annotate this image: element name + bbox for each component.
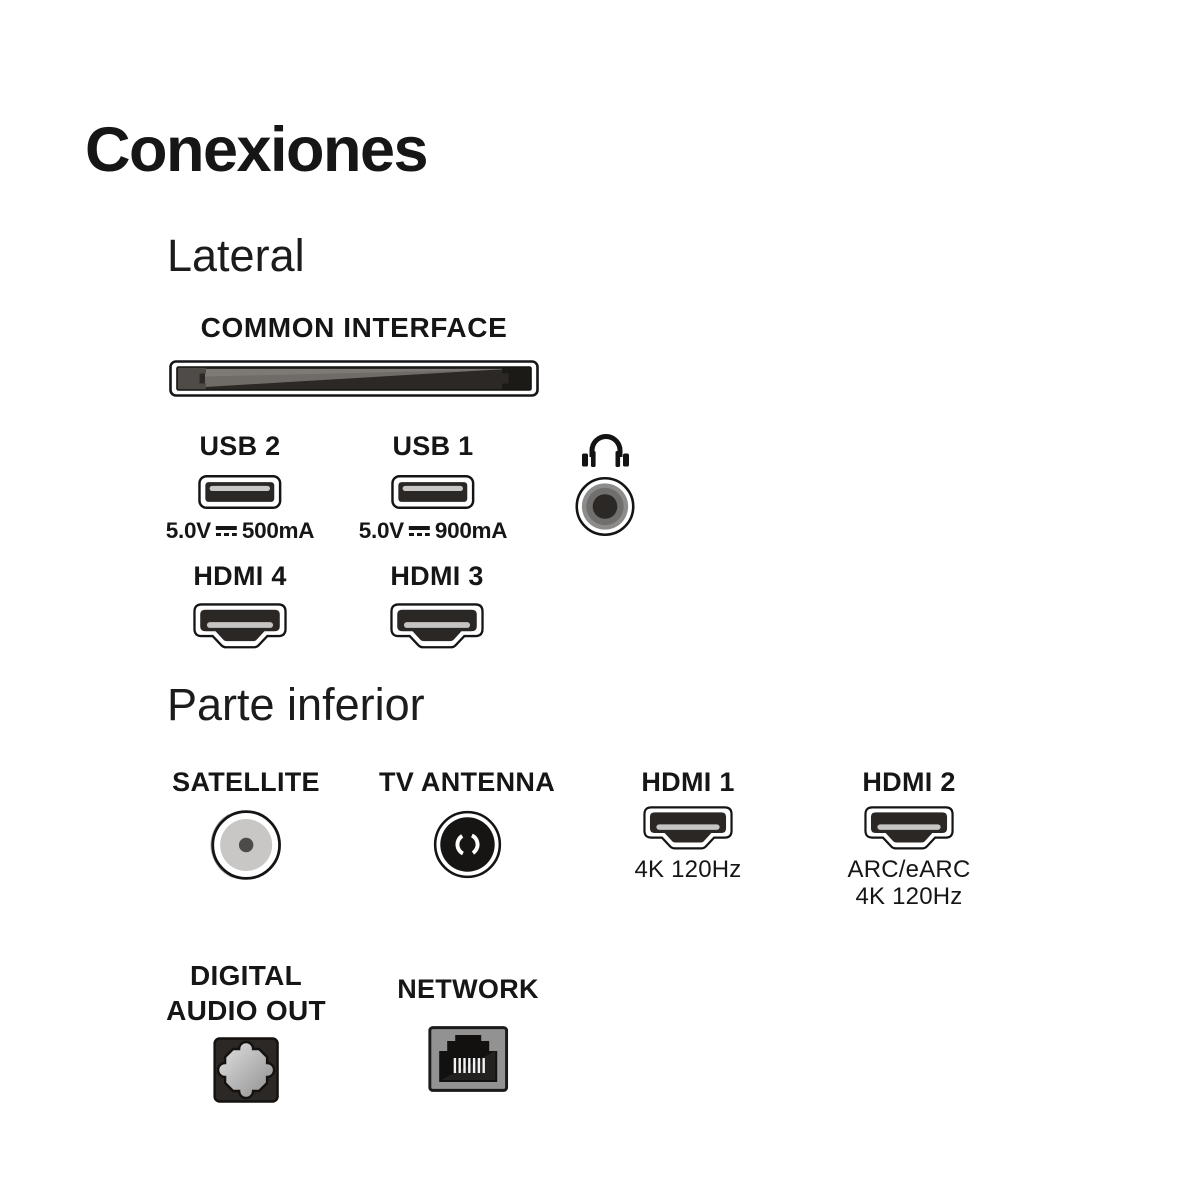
hdmi4-label: HDMI 4 (193, 561, 287, 591)
usb-port-icon (391, 474, 475, 509)
digital-audio-out-label-line2: AUDIO OUT (166, 994, 326, 1026)
page-title: Conexiones (85, 115, 429, 185)
hdmi1-block: HDMI 1 4K 120Hz (634, 767, 742, 883)
usb1-rating-current: 900mA (434, 517, 508, 543)
hdmi1-label: HDMI 1 (641, 767, 735, 797)
headphones-icon (581, 434, 629, 467)
usb1-rating-volts: 5.0V (358, 517, 404, 543)
usb2-power-rating: 5.0V 500mA (165, 517, 315, 544)
usb2-rating-current: 500mA (241, 517, 315, 543)
satellite-label: SATELLITE (172, 767, 320, 797)
usb1-power-rating: 5.0V 900mA (358, 517, 508, 544)
hdmi2-spec-arc: ARC/eARC (847, 855, 971, 883)
dc-symbol-icon (214, 524, 239, 540)
usb-port-icon (198, 474, 282, 509)
digital-audio-out-label-line1: DIGITAL (189, 960, 302, 991)
hdmi4-block: HDMI 4 (192, 561, 288, 649)
dc-symbol-icon (407, 524, 432, 540)
hdmi2-label: HDMI 2 (862, 767, 956, 797)
coax-satellite-connector-icon (210, 809, 282, 881)
tv-antenna-label: TV ANTENNA (379, 767, 555, 797)
ethernet-port-icon (428, 1025, 508, 1092)
hdmi-port-icon (864, 805, 954, 850)
audio-jack-icon (575, 476, 635, 537)
hdmi3-block: HDMI 3 (389, 561, 485, 649)
section-heading-parte-inferior: Parte inferior (167, 679, 425, 730)
hdmi-port-icon (193, 602, 287, 649)
hdmi-port-icon (643, 805, 733, 850)
hdmi3-label: HDMI 3 (390, 561, 484, 591)
network-block: NETWORK (397, 974, 539, 1092)
usb2-block: USB 2 5.0V 500mA (165, 431, 315, 544)
usb1-label: USB 1 (392, 431, 474, 461)
usb2-label: USB 2 (199, 431, 281, 461)
usb2-rating-volts: 5.0V (165, 517, 211, 543)
satellite-block: SATELLITE (172, 767, 320, 882)
hdmi-port-icon (390, 602, 484, 649)
common-interface-label: COMMON INTERFACE (200, 312, 508, 343)
digital-audio-out-block: DIGITAL AUDIO OUT (166, 959, 326, 1104)
section-heading-lateral: Lateral (167, 230, 305, 281)
coax-antenna-connector-icon (433, 810, 501, 878)
usb1-block: USB 1 5.0V 900mA (358, 431, 508, 544)
headphones-block (575, 429, 636, 537)
hdmi2-spec-4k: 4K 120Hz (855, 882, 963, 910)
common-interface-block: COMMON INTERFACE (169, 312, 539, 397)
hdmi1-spec: 4K 120Hz (634, 855, 742, 883)
tv-antenna-block: TV ANTENNA (379, 767, 555, 880)
digital-audio-out-label: DIGITAL AUDIO OUT (166, 959, 326, 1028)
network-label: NETWORK (397, 974, 539, 1004)
ci-slot-icon (169, 359, 539, 397)
hdmi2-block: HDMI 2 ARC/eARC 4K 120Hz (847, 767, 971, 910)
toslink-port-icon (213, 1037, 279, 1104)
